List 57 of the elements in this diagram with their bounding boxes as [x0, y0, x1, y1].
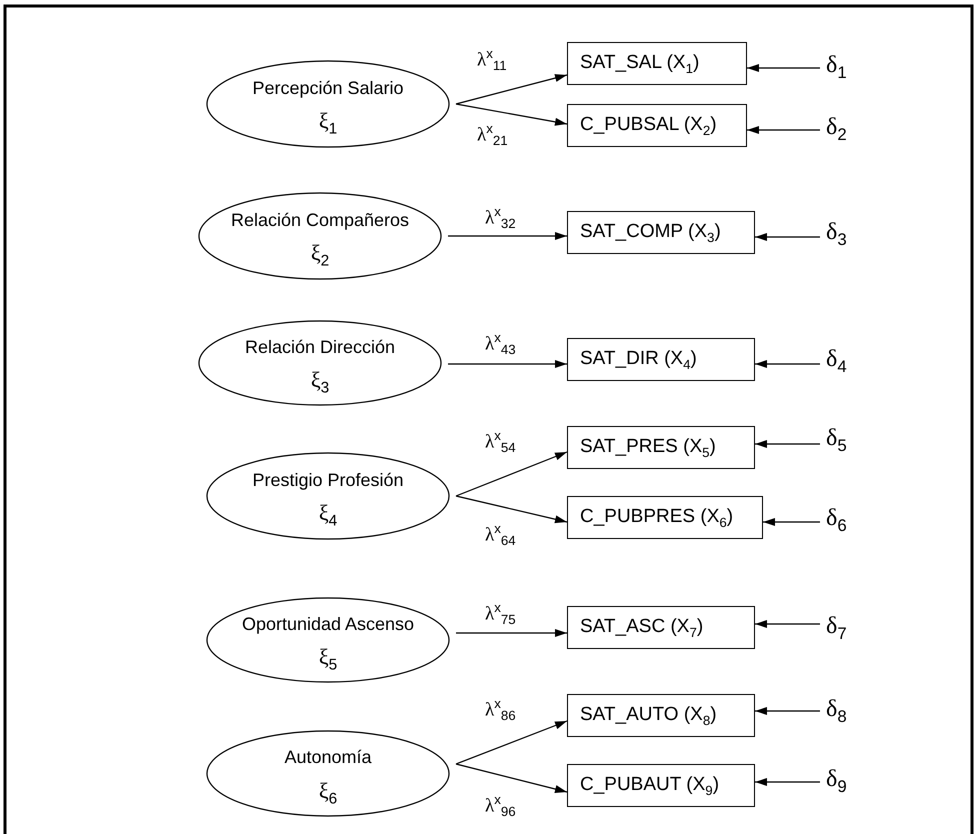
construct-name: Autonomía — [284, 747, 372, 768]
observed-variable-box — [567, 694, 755, 737]
construct-symbol: ξ$_{6}$ — [318, 778, 338, 808]
arrow — [456, 451, 568, 497]
arrow — [456, 495, 568, 524]
variable-label: SAT_AUTO (X$_{8}$) — [580, 704, 717, 728]
variable-label: SAT_COMP (X$_{3}$) — [580, 220, 721, 244]
arrow — [747, 126, 820, 134]
variable-label: C_PUBPRES (X$_{6}$) — [580, 506, 734, 530]
arrow — [448, 232, 567, 240]
error-term-label: δ$_{4}$ — [826, 346, 847, 372]
construct-name: Percepción Salario — [252, 78, 404, 99]
error-term-label: δ$_{2}$ — [826, 114, 847, 140]
error-term-label: δ$_{5}$ — [826, 425, 847, 451]
arrow — [763, 518, 820, 526]
observed-variable-box — [567, 104, 747, 147]
construct-symbol: ξ$_{2}$ — [310, 240, 330, 271]
construct-name: Prestigio Profesión — [252, 470, 404, 491]
arrow — [456, 103, 568, 126]
arrow — [456, 74, 568, 105]
variable-label: C_PUBSAL (X$_{2}$) — [580, 114, 717, 138]
variable-label: SAT_SAL (X$_{1}$) — [580, 52, 700, 76]
observed-variable-box — [567, 606, 755, 649]
arrow — [755, 620, 820, 628]
arrow — [747, 64, 820, 72]
construct-symbol: ξ$_{5}$ — [318, 644, 338, 675]
error-term-label: δ$_{7}$ — [826, 613, 847, 639]
error-term-label: δ$_{6}$ — [826, 505, 847, 531]
arrow — [448, 360, 567, 368]
error-term-label: δ$_{9}$ — [826, 766, 847, 792]
arrow — [755, 707, 820, 715]
error-term-label: δ$_{1}$ — [826, 52, 847, 78]
observed-variable-box — [567, 764, 755, 807]
arrow — [456, 763, 568, 793]
construct-symbol: ξ$_{1}$ — [318, 108, 338, 139]
arrow — [755, 233, 820, 241]
construct-symbol: ξ$_{3}$ — [310, 367, 330, 398]
construct-symbol: ξ$_{4}$ — [318, 500, 338, 531]
construct-name: Relación Dirección — [244, 337, 396, 358]
observed-variable-box — [567, 496, 763, 539]
construct-name: Relación Compañeros — [230, 210, 410, 231]
variable-label: SAT_PRES (X$_{5}$) — [580, 436, 716, 460]
observed-variable-box — [567, 338, 755, 381]
observed-variable-box — [567, 426, 755, 469]
observed-variable-box — [567, 42, 747, 85]
arrow — [456, 720, 568, 765]
variable-label: C_PUBAUT (X$_{9}$) — [580, 774, 720, 798]
arrow — [755, 778, 820, 786]
arrow — [755, 360, 820, 368]
error-term-label: δ$_{3}$ — [826, 219, 847, 245]
arrow — [755, 440, 820, 448]
variable-label: SAT_DIR (X$_{4}$) — [580, 348, 697, 372]
construct-name: Oportunidad Ascenso — [242, 614, 414, 636]
observed-variable-box — [567, 211, 755, 254]
variable-label: SAT_ASC (X$_{7}$) — [580, 616, 704, 640]
arrow — [456, 629, 567, 637]
error-term-label: δ$_{8}$ — [826, 696, 847, 722]
